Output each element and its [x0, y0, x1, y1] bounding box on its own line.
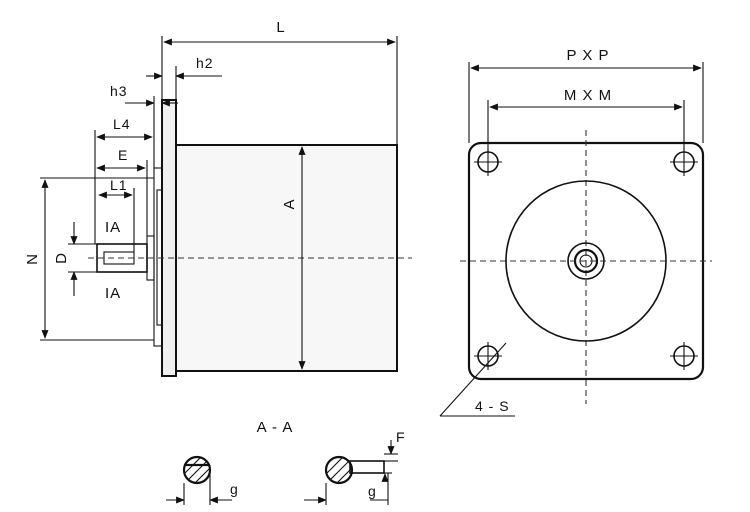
label-h2: h2 [196, 55, 214, 71]
mounting-hole-bl [474, 342, 502, 370]
dim-h2: h2 [146, 55, 222, 145]
key [349, 460, 385, 474]
label-g-right: g [368, 483, 377, 499]
label-L4: L4 [113, 116, 131, 132]
front-body-circle [505, 180, 667, 342]
dim-L4: L4 [94, 116, 153, 244]
label-g-left: g [230, 481, 239, 497]
label-h3: h3 [110, 83, 128, 99]
label-ia-bottom: IA [105, 285, 121, 302]
section-shaft-right: F g [304, 429, 406, 505]
label-ia-top: IA [105, 219, 121, 236]
dim-MxM: M X M [487, 87, 685, 152]
flange-plate [161, 99, 177, 377]
dim-h3: h3 [110, 83, 178, 168]
label-L: L [276, 19, 285, 36]
mounting-hole-tl [474, 148, 502, 176]
boss-outer [153, 167, 163, 347]
front-view [460, 130, 712, 404]
mounting-hole-tr [670, 148, 698, 176]
label-A: A [281, 198, 298, 209]
dim-D: D [53, 222, 97, 296]
section-shaft-left: g [166, 455, 239, 505]
dim-L: L [161, 19, 398, 145]
dim-N: N [24, 177, 154, 341]
dim-L1: L1 [98, 177, 135, 252]
label-E: E [118, 147, 128, 163]
mounting-hole-br [670, 342, 698, 370]
label-F: F [396, 429, 406, 445]
label-section-aa: A - A [257, 419, 294, 436]
leader-4s: 4 - S [439, 342, 515, 417]
dim-PxP: P X P [468, 47, 704, 143]
label-mxm: M X M [564, 87, 612, 104]
label-4s: 4 - S [475, 398, 510, 414]
label-N: N [24, 253, 41, 265]
dim-A: A [281, 146, 306, 370]
side-view [88, 99, 412, 377]
shaft [96, 243, 148, 273]
dim-E: E [96, 147, 148, 236]
label-L1: L1 [110, 177, 128, 193]
label-D: D [53, 252, 70, 264]
label-pxp: P X P [566, 47, 609, 64]
